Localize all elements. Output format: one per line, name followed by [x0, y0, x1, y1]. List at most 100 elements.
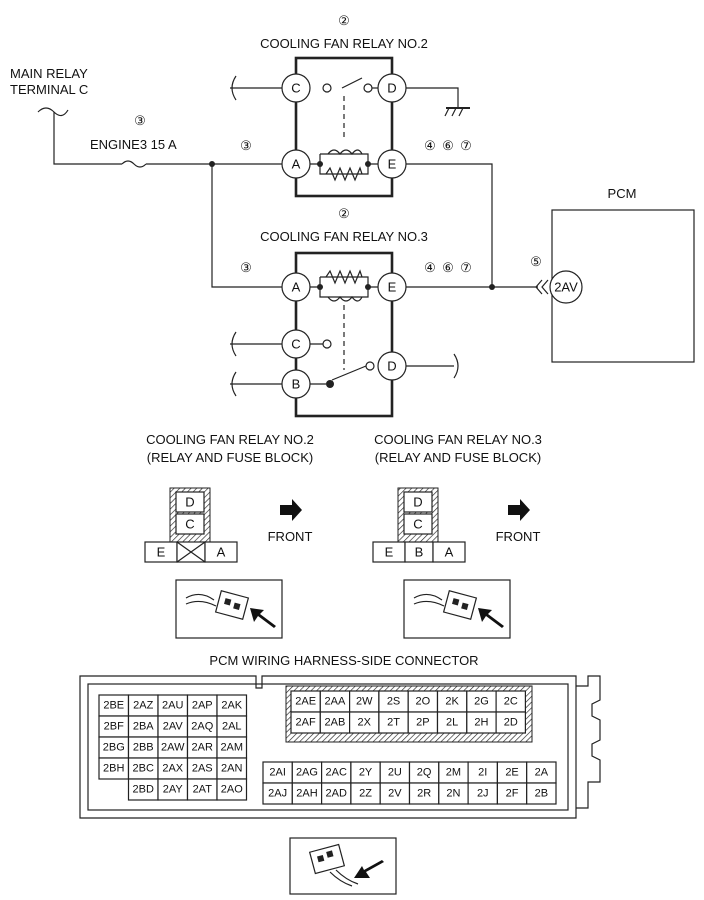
relay2-terminal-c-circle — [281, 73, 311, 103]
relay2-slot-a: A — [217, 545, 226, 560]
relay2-e-ref: ⑦ — [460, 138, 472, 153]
relay3-contact-d — [365, 361, 375, 371]
pin-label: 2AS — [192, 763, 213, 775]
pin-label: 2AP — [192, 700, 213, 712]
pin-cell — [216, 778, 248, 801]
pin-label: 2BE — [103, 700, 124, 712]
relay3-slot-e: E — [385, 545, 394, 560]
pin-label: 2BH — [103, 763, 124, 775]
pin-label: 2BF — [104, 721, 124, 733]
pin-label: 2AV — [163, 721, 184, 733]
relay3-coil — [310, 269, 378, 302]
pin-label: 2AA — [325, 696, 346, 708]
relay2-body — [294, 56, 394, 198]
pin-label: 2BB — [133, 742, 154, 754]
relay2-slot-c: C — [185, 517, 194, 532]
pin-label: 2AL — [222, 721, 242, 733]
relay2-connector-subtitle: (RELAY AND FUSE BLOCK) — [147, 450, 313, 465]
pin-label: 2D — [504, 717, 518, 729]
pin-label: 2G — [474, 696, 489, 708]
relay3-contact-c — [322, 339, 332, 349]
schematic: ② COOLING FAN RELAY NO.2 ② COOLING FAN R… — [10, 13, 695, 418]
relay3-e-ref: ⑦ — [460, 260, 472, 275]
pcm-ref-number: ⑤ — [530, 254, 542, 269]
pin-label: 2J — [477, 788, 489, 800]
relay2-connector-title: COOLING FAN RELAY NO.2 — [146, 432, 314, 447]
relay2-switch-arm — [341, 77, 363, 89]
relay2-e-ref: ⑥ — [442, 138, 454, 153]
pin-label: 2AW — [161, 742, 185, 754]
front-arrow-icon — [280, 499, 302, 521]
relay3-connector-title: COOLING FAN RELAY NO.3 — [374, 432, 542, 447]
pin-label: 2E — [505, 767, 518, 779]
pin-label: 2T — [387, 717, 400, 729]
branch-wire-relay3 — [211, 164, 282, 288]
relay2-slot-c-box — [175, 513, 205, 535]
pin-label: 2AX — [162, 763, 183, 775]
pin-label: 2A — [535, 767, 549, 779]
pin-label: 2L — [446, 717, 458, 729]
pcm-terminal-circle — [549, 270, 583, 304]
relay3-slot-c: C — [413, 517, 422, 532]
relay3-a-ref: ④ — [424, 260, 436, 275]
pin-label: 2B — [535, 788, 548, 800]
pin-label: 2K — [445, 696, 459, 708]
relay3-terminal-e: E — [388, 280, 397, 295]
relay2-coil — [310, 149, 378, 182]
relay2-terminal-d: D — [387, 81, 396, 96]
relay2-e-wire — [406, 163, 493, 287]
relay2-terminal-a: A — [292, 157, 301, 172]
ground-icon — [444, 107, 470, 117]
pin-label: 2AK — [221, 700, 242, 712]
relay3-slot-a-box — [432, 541, 466, 563]
pcm-connector-title: PCM WIRING HARNESS-SIDE CONNECTOR — [209, 653, 478, 668]
relay3-terminal-a: A — [292, 280, 301, 295]
pin-label: 2AM — [220, 742, 243, 754]
output-junction — [489, 284, 495, 290]
relay2-ground-wire — [406, 87, 459, 108]
pin-label: 2X — [358, 717, 372, 729]
relay2-slot-e: E — [157, 545, 166, 560]
pin-label: 2F — [506, 788, 519, 800]
pin-label: 2Y — [359, 767, 373, 779]
fuse-symbol — [121, 160, 147, 168]
relay3-c-wire-break — [231, 331, 237, 357]
main-relay-label: MAIN RELAY — [10, 66, 88, 81]
relay2-a-ref: ③ — [240, 138, 252, 153]
connector-plug-icon — [308, 843, 384, 887]
pin-label: 2AB — [325, 717, 346, 729]
pin-label: 2BA — [133, 721, 154, 733]
relay2-e-ref: ④ — [424, 138, 436, 153]
relay2-contact-d — [363, 83, 373, 93]
pin-label: 2N — [446, 788, 460, 800]
fuse-label: ENGINE3 15 A — [90, 137, 177, 152]
front-arrow-icon — [508, 499, 530, 521]
pin-label: 2AF — [296, 717, 316, 729]
pin-label: 2I — [478, 767, 487, 779]
relay3-connector-subtitle: (RELAY AND FUSE BLOCK) — [375, 450, 541, 465]
pin-label: 2AI — [269, 767, 286, 779]
connector-plug-icon — [185, 590, 276, 628]
pcm-connector-shell — [79, 675, 577, 819]
pin-cell — [526, 782, 557, 805]
pin-label: 2R — [417, 788, 431, 800]
pin-label: 2AQ — [191, 721, 213, 733]
pin-label: 2O — [416, 696, 431, 708]
relay2-slot-d: D — [185, 495, 194, 510]
pin-label: 2H — [474, 717, 488, 729]
pin-label: 2Z — [359, 788, 372, 800]
connector-plug-icon — [413, 590, 504, 628]
pin-label: 2AZ — [133, 700, 153, 712]
pcm-connector-symbol — [535, 279, 549, 295]
relay2-ref-number: ② — [338, 13, 350, 28]
relay3-slot-b: B — [415, 545, 424, 560]
relay3-slot-d: D — [413, 495, 422, 510]
fuse-ref-number: ③ — [134, 113, 146, 128]
pcm-label: PCM — [608, 186, 637, 201]
relay3-slot-c-box — [403, 513, 433, 535]
relay3-terminal-c: C — [291, 337, 300, 352]
relay2-slot-a-box — [204, 541, 238, 563]
relay3-contact-b — [326, 380, 334, 388]
relay2-slot-blank-cross — [176, 541, 206, 563]
pcm-harness-connector: PCM WIRING HARNESS-SIDE CONNECTOR 2BE 2AZ… — [79, 653, 601, 895]
